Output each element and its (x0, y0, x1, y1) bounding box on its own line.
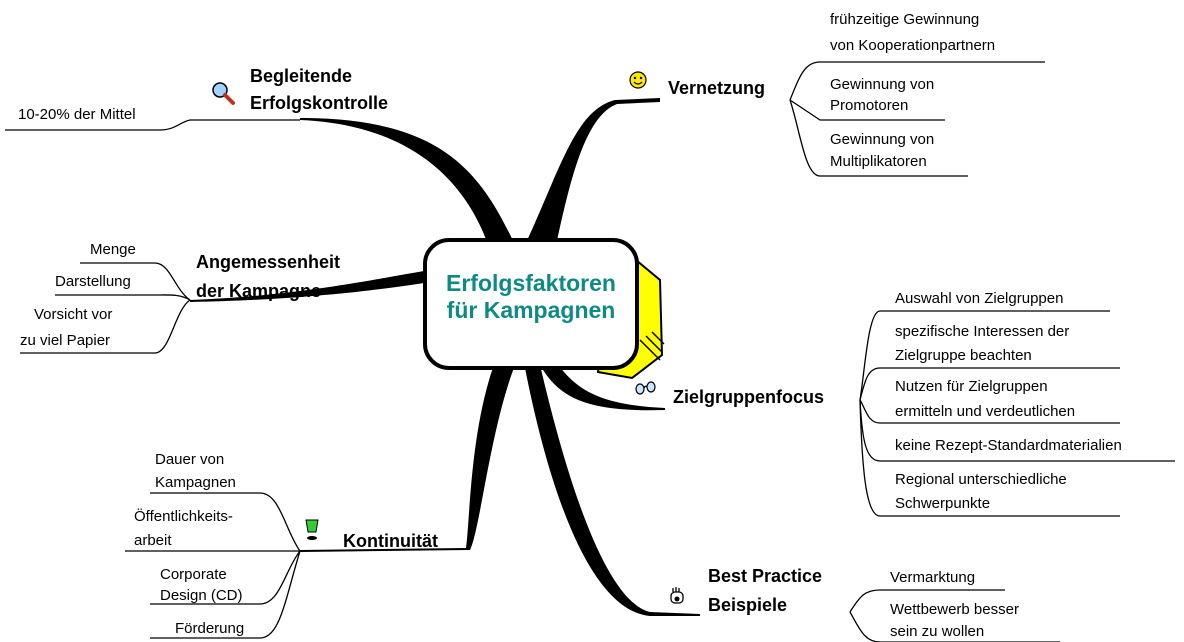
branch-title-begleitende-line1[interactable]: Begleitende (250, 66, 353, 86)
branch-begleitende-connector (300, 118, 515, 250)
branch-title-zielgruppenfocus[interactable]: Zielgruppenfocus (673, 387, 825, 407)
central-topic-title[interactable]: Erfolgsfaktoren für Kampagnen (425, 270, 637, 324)
vernetzung-item-1-line2[interactable]: von Kooperationpartnern (830, 37, 996, 54)
angemessenheit-item-3-line1[interactable]: Vorsicht vor (34, 306, 113, 323)
kontinuitaet-item-2-line1[interactable]: Öffentlichkeits- (134, 508, 233, 525)
zielgruppen-item-2-line1[interactable]: spezifische Interessen der (895, 323, 1070, 340)
angemessenheit-item-1[interactable]: Menge (90, 241, 136, 258)
vernetzung-item-1-line1[interactable]: frühzeitige Gewinnung (830, 11, 980, 28)
zielgruppen-item-3-line2[interactable]: ermitteln und verdeutlichen (895, 403, 1076, 420)
zielgruppen-item-5-line2[interactable]: Schwerpunkte (895, 495, 991, 512)
vernetzung-item-2-line1[interactable]: Gewinnung von (830, 76, 935, 93)
angemessenheit-item-2[interactable]: Darstellung (55, 273, 131, 290)
kontinuitaet-item-3-line1[interactable]: Corporate (160, 566, 227, 583)
best-practice-item-1[interactable]: Vermarktung (890, 569, 976, 586)
branch-vernetzung-connector (525, 98, 660, 250)
central-topic-line1: Erfolgsfaktoren (446, 270, 616, 296)
zielgruppen-item-1[interactable]: Auswahl von Zielgruppen (895, 290, 1064, 307)
zielgruppen-item-2-line2[interactable]: Zielgruppe beachten (895, 347, 1032, 364)
kontinuitaet-item-4[interactable]: Förderung (175, 620, 245, 637)
vernetzung-item-3-line1[interactable]: Gewinnung von (830, 131, 935, 148)
kontinuitaet-item-1-line2[interactable]: Kampagnen (155, 474, 236, 491)
branch-title-angemessenheit-line2[interactable]: der Kampagne (196, 281, 322, 301)
kontinuitaet-item-1-line1[interactable]: Dauer von (155, 451, 225, 468)
vernetzung-item-3-line2[interactable]: Multiplikatoren (830, 153, 927, 170)
branch-title-best-practice-line2[interactable]: Beispiele (708, 595, 788, 615)
smiley-icon (629, 71, 647, 89)
branch-angemessenheit-connector (190, 270, 430, 302)
begleitende-item-1[interactable]: 10-20% der Mittel (18, 106, 136, 123)
zielgruppen-item-5-line1[interactable]: Regional unterschiedliche (895, 471, 1067, 488)
best-practice-item-2-line2[interactable]: sein zu wollen (890, 623, 985, 640)
branch-title-best-practice-line1[interactable]: Best Practice (708, 566, 823, 586)
kontinuitaet-item-2-line2[interactable]: arbeit (134, 532, 172, 549)
vernetzung-item-2-line2[interactable]: Promotoren (830, 97, 909, 114)
zielgruppen-item-3-line1[interactable]: Nutzen für Zielgruppen (895, 378, 1048, 395)
branch-title-kontinuitaet[interactable]: Kontinuität (343, 531, 438, 551)
cup-icon (305, 519, 319, 540)
branch-title-angemessenheit-line1[interactable]: Angemessenheit (196, 252, 341, 272)
central-topic-shape (423, 238, 665, 380)
angemessenheit-item-3-line2[interactable]: zu viel Papier (20, 332, 111, 349)
branch-best-practice-connector (525, 365, 700, 616)
branch-title-vernetzung[interactable]: Vernetzung (668, 78, 766, 98)
central-topic-line2: für Kampagnen (446, 297, 616, 323)
glasses-icon (635, 381, 656, 395)
zielgruppen-item-4[interactable]: keine Rezept-Standardmaterialien (895, 437, 1122, 454)
best-practice-item-2-line1[interactable]: Wettbewerb besser (890, 601, 1019, 618)
branch-kontinuitaet-connector (300, 362, 515, 552)
hand-icon (670, 587, 684, 604)
kontinuitaet-item-3-line2[interactable]: Design (CD) (160, 587, 243, 604)
magnifier-icon (212, 82, 235, 105)
branch-title-begleitende-line2[interactable]: Erfolgskontrolle (250, 93, 389, 113)
